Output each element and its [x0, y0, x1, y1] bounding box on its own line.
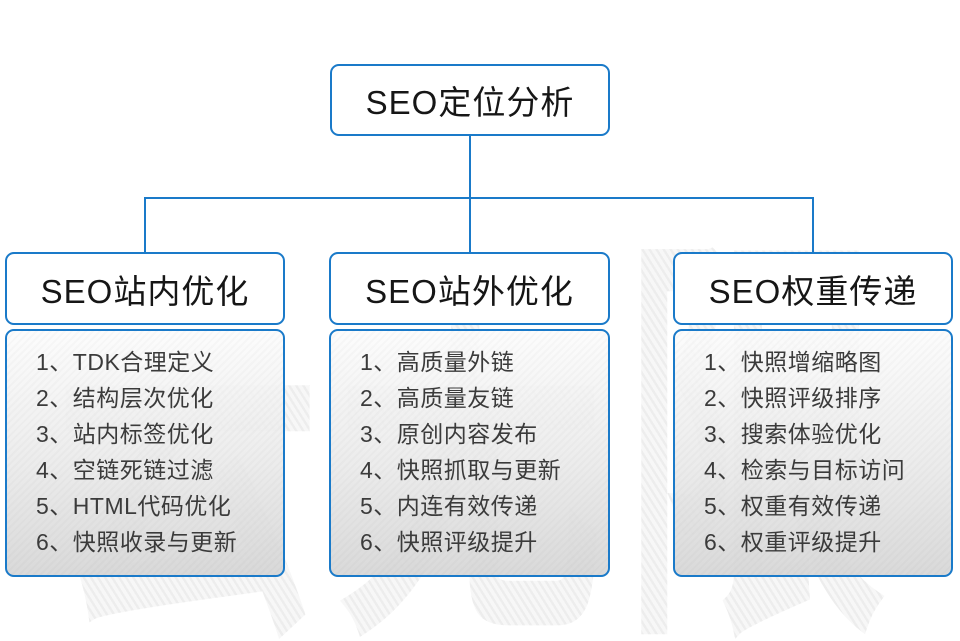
- list-item: 1、快照增缩略图: [704, 349, 882, 375]
- list-item: 1、TDK合理定义: [36, 349, 215, 375]
- list-item: 3、站内标签优化: [36, 421, 214, 447]
- list-item: 2、高质量友链: [360, 385, 515, 411]
- column-header: SEO权重传递: [673, 252, 953, 325]
- list-item: 4、快照抓取与更新: [360, 457, 562, 483]
- column-weight-transfer: SEO权重传递 1、快照增缩略图 2、快照评级排序 3、搜索体验优化 4、检索与…: [673, 252, 953, 577]
- column-body: 1、TDK合理定义 2、结构层次优化 3、站内标签优化 4、空链死链过滤 5、H…: [5, 329, 285, 577]
- list-item: 2、结构层次优化: [36, 385, 214, 411]
- column-header-label: SEO站内优化: [40, 272, 250, 310]
- list-item: 5、HTML代码优化: [36, 493, 232, 519]
- list-item: 2、快照评级排序: [704, 385, 882, 411]
- root-node-label: SEO定位分析: [365, 84, 575, 121]
- list-item: 3、搜索体验优化: [704, 421, 882, 447]
- column-header-label: SEO站外优化: [365, 272, 574, 310]
- connector-drop-left: [144, 197, 146, 254]
- item-list: 1、高质量外链 2、高质量友链 3、原创内容发布 4、快照抓取与更新 5、内连有…: [360, 344, 600, 560]
- list-item: 3、原创内容发布: [360, 421, 538, 447]
- connector-drop-middle: [469, 197, 471, 254]
- column-offsite-optimization: SEO站外优化 1、高质量外链 2、高质量友链 3、原创内容发布 4、快照抓取与…: [329, 252, 610, 577]
- list-item: 6、快照评级提升: [360, 529, 538, 555]
- connector-horizontal: [144, 197, 814, 199]
- list-item: 6、快照收录与更新: [36, 529, 238, 555]
- column-body: 1、快照增缩略图 2、快照评级排序 3、搜索体验优化 4、检索与目标访问 5、权…: [673, 329, 953, 577]
- item-list: 1、快照增缩略图 2、快照评级排序 3、搜索体验优化 4、检索与目标访问 5、权…: [704, 344, 943, 560]
- column-onsite-optimization: SEO站内优化 1、TDK合理定义 2、结构层次优化 3、站内标签优化 4、空链…: [5, 252, 285, 577]
- list-item: 6、权重评级提升: [704, 529, 882, 555]
- column-header-label: SEO权重传递: [708, 272, 918, 310]
- list-item: 5、内连有效传递: [360, 493, 538, 519]
- list-item: 4、空链死链过滤: [36, 457, 214, 483]
- item-list: 1、TDK合理定义 2、结构层次优化 3、站内标签优化 4、空链死链过滤 5、H…: [36, 344, 275, 560]
- column-body: 1、高质量外链 2、高质量友链 3、原创内容发布 4、快照抓取与更新 5、内连有…: [329, 329, 610, 577]
- list-item: 4、检索与目标访问: [704, 457, 906, 483]
- list-item: 1、高质量外链: [360, 349, 515, 375]
- column-header: SEO站外优化: [329, 252, 610, 325]
- list-item: 5、权重有效传递: [704, 493, 882, 519]
- connector-drop-right: [812, 197, 814, 254]
- connector-stem: [469, 135, 471, 198]
- root-node-seo-positioning: SEO定位分析: [330, 64, 610, 136]
- column-header: SEO站内优化: [5, 252, 285, 325]
